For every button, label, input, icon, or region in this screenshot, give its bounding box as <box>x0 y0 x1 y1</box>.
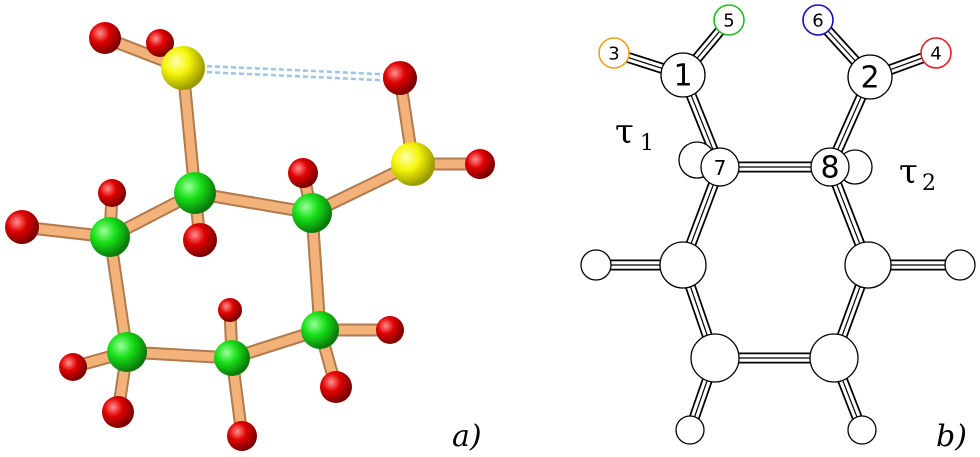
atom-label-3: 3 <box>608 44 619 65</box>
oxygen-atom <box>383 61 417 95</box>
torsion-tau2-label: τ 2 <box>899 152 936 196</box>
tau2-symbol: τ <box>899 152 918 192</box>
sulfur-atom <box>161 46 205 90</box>
hydrogen-atom <box>580 249 612 281</box>
atom-4 <box>920 37 952 69</box>
atom-2 <box>847 54 893 100</box>
panel-a-label: a) <box>452 419 482 454</box>
ring-carbon-atom <box>659 241 707 289</box>
panel-b-atoms: 1 2 7 8 3 4 5 6 <box>580 4 976 445</box>
torsion-tau1-label: τ 1 <box>615 112 654 156</box>
tau1-symbol: τ <box>615 112 634 152</box>
hydrogen-bond-line <box>182 69 401 83</box>
atom-5 <box>713 4 745 36</box>
oxygen-atom <box>218 298 242 322</box>
tau1-subscript: 1 <box>640 131 654 156</box>
carbon-atom <box>107 332 147 372</box>
atom-7 <box>700 147 740 187</box>
atom-label-4: 4 <box>930 44 941 65</box>
ring-carbon-atom <box>809 333 859 383</box>
hydrogen-atom <box>847 415 877 445</box>
atom-label-1: 1 <box>673 59 692 94</box>
panel-a-ball-and-stick: a) <box>5 22 495 454</box>
ring-carbon-atom <box>690 333 740 383</box>
oxygen-atom <box>146 29 174 57</box>
panel-b-wireframe: 1 2 7 8 3 4 5 6 τ 1 τ 2 b) <box>580 4 976 454</box>
atom-8 <box>810 147 850 187</box>
oxygen-atom <box>102 396 134 428</box>
hydrogen-atom <box>944 249 976 281</box>
carbon-atom <box>90 217 130 257</box>
panel-a-atoms <box>5 22 495 451</box>
oxygen-atom <box>89 22 121 54</box>
atom-label-8: 8 <box>820 151 839 186</box>
hydrogen-atom <box>675 415 705 445</box>
oxygen-atom <box>5 210 39 244</box>
sulfur-atom <box>391 142 435 186</box>
hydrogen-bond-line <box>182 63 401 77</box>
hydrogen-bond-dashes <box>182 63 401 83</box>
atom-label-2: 2 <box>860 61 879 96</box>
ring-carbon-atom <box>844 241 892 289</box>
panel-b-bonds <box>590 14 966 436</box>
carbon-atom <box>214 340 250 376</box>
oxygen-atom <box>227 421 257 451</box>
oxygen-atom <box>183 223 217 257</box>
atom-1 <box>660 52 706 98</box>
panel-b-label: b) <box>936 419 967 454</box>
atom-label-6: 6 <box>812 11 823 32</box>
tau2-subscript: 2 <box>922 171 936 196</box>
atom-label-7: 7 <box>714 156 727 180</box>
oxygen-atom <box>320 371 352 403</box>
atom-3 <box>598 37 630 69</box>
oxygen-atom <box>288 158 318 188</box>
carbon-atom <box>174 172 216 214</box>
oxygen-atom <box>59 353 87 381</box>
atom-label-5: 5 <box>723 11 734 32</box>
oxygen-atom <box>98 179 126 207</box>
carbon-atom <box>301 311 339 349</box>
carbon-atom <box>292 193 332 233</box>
oxygen-atom <box>465 149 495 179</box>
oxygen-atom <box>376 316 404 344</box>
atom-6 <box>802 4 834 36</box>
